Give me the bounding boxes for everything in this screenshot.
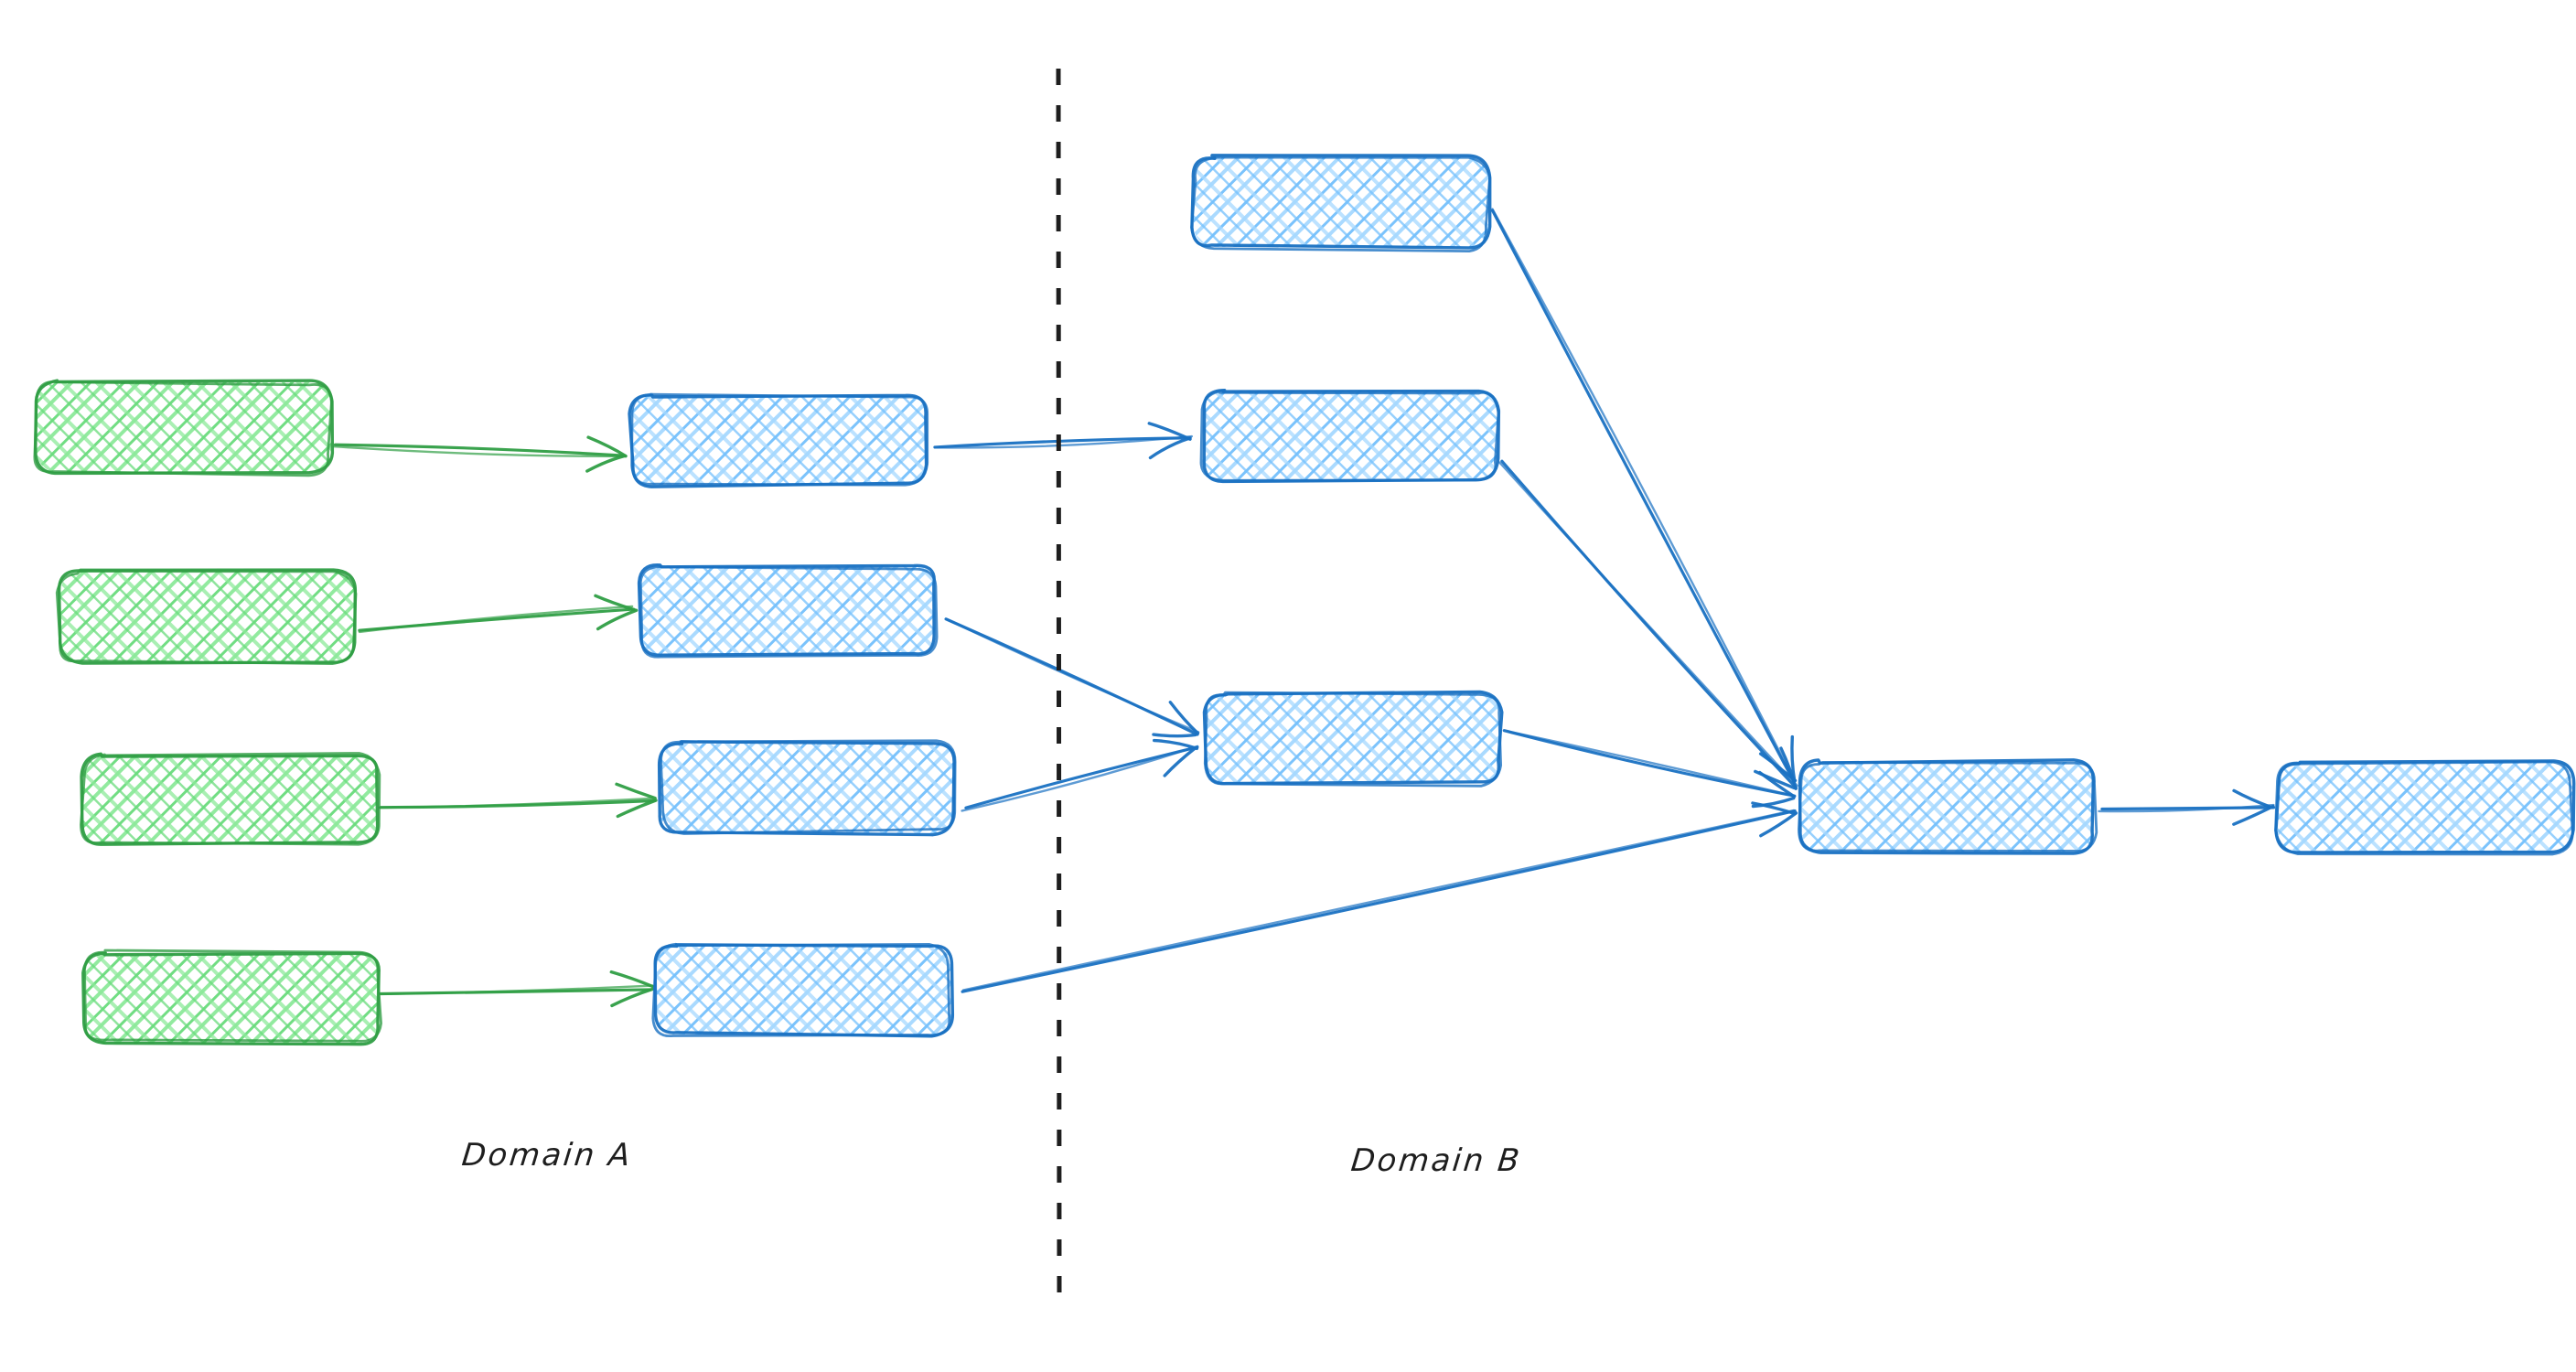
node-a3[interactable] xyxy=(80,752,381,846)
node-b3[interactable] xyxy=(657,739,957,837)
node-box-a2[interactable] xyxy=(60,572,355,661)
edge-layer xyxy=(333,208,2276,1008)
node-box-b3[interactable] xyxy=(660,744,955,833)
edge-c2-d1 xyxy=(1498,459,1798,790)
node-box-c3[interactable] xyxy=(1206,693,1500,783)
node-a2[interactable] xyxy=(55,568,358,666)
edge-d1-e1 xyxy=(2098,788,2276,826)
node-box-c2[interactable] xyxy=(1203,391,1497,480)
edge-c1-d1 xyxy=(1490,208,1798,784)
node-b1[interactable] xyxy=(628,392,929,488)
edge-b4-d1 xyxy=(961,801,1798,993)
node-c2[interactable] xyxy=(1199,389,1501,484)
node-d1[interactable] xyxy=(1798,758,2098,855)
node-box-c1[interactable] xyxy=(1194,157,1488,247)
node-b4[interactable] xyxy=(651,942,955,1038)
domain-divider-dashed-line xyxy=(1056,68,1062,1302)
edge-a4-b4 xyxy=(379,970,655,1008)
edge-b2-c3 xyxy=(944,617,1200,738)
edge-c3-d1 xyxy=(1502,729,1797,809)
node-e1[interactable] xyxy=(2274,759,2576,856)
domain-b-label: Domain B xyxy=(1348,1142,1524,1179)
node-a4[interactable] xyxy=(81,949,382,1046)
node-box-a1[interactable] xyxy=(37,382,331,472)
node-box-d1[interactable] xyxy=(1799,762,2094,852)
edge-a2-b2 xyxy=(358,594,639,634)
edge-b1-c1 xyxy=(933,422,1194,460)
domain-a-label: Domain A xyxy=(459,1137,635,1174)
node-box-b1[interactable] xyxy=(631,395,926,485)
node-b2[interactable] xyxy=(637,563,939,659)
divider-layer xyxy=(1056,68,1062,1302)
node-box-a3[interactable] xyxy=(82,755,377,844)
node-box-b4[interactable] xyxy=(657,945,951,1034)
edge-a3-b3 xyxy=(378,782,658,819)
node-box-b2[interactable] xyxy=(640,565,935,655)
node-a1[interactable] xyxy=(33,379,335,477)
node-c3[interactable] xyxy=(1202,690,1504,788)
node-box-e1[interactable] xyxy=(2278,762,2572,852)
node-layer xyxy=(33,154,2576,1046)
edge-b3-c3 xyxy=(961,738,1199,812)
edge-a1-b1 xyxy=(333,435,628,473)
node-box-a4[interactable] xyxy=(84,954,379,1044)
node-c1[interactable] xyxy=(1190,154,1492,252)
